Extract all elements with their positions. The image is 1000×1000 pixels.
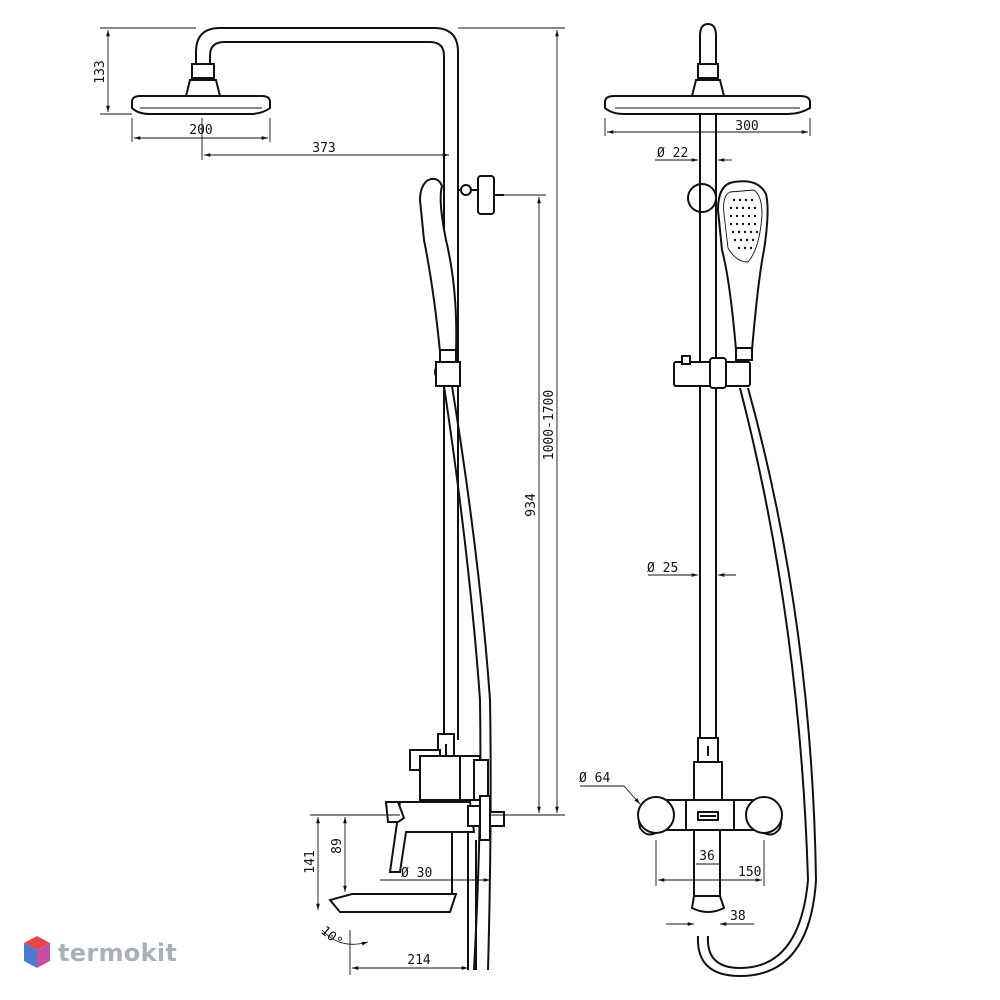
front-mixer — [637, 796, 783, 913]
side-wall-escutcheon — [479, 795, 491, 841]
dim-rail-diameter: Ø 25 — [647, 561, 678, 576]
front-hose — [706, 387, 810, 970]
front-hand-shower — [716, 180, 769, 351]
front-right-escutcheon — [745, 796, 783, 834]
side-mixer-body — [388, 801, 476, 873]
dim-spout-reach: 214 — [407, 953, 431, 968]
dim-escutcheon-diameter: Ø 64 — [579, 771, 610, 786]
side-head-nut — [191, 63, 215, 79]
dim-mixer-spacing: 150 — [738, 865, 761, 880]
front-left-escutcheon — [637, 796, 675, 834]
dim-adjustable-height: 1000-1700 — [542, 390, 557, 460]
dim-mixer-height: 141 — [303, 850, 318, 873]
side-spout — [328, 893, 458, 913]
side-shower-head — [131, 95, 271, 115]
dim-arm-diameter: Ø 22 — [657, 146, 688, 161]
front-shower-arm — [699, 22, 717, 66]
side-hand-shower — [418, 177, 458, 353]
side-hose — [443, 385, 482, 971]
front-view: 300 Ø 22 Ø 25 Ø 64 36 150 38 — [579, 22, 818, 978]
brand-name: termokit — [58, 939, 178, 967]
dim-head-height: 133 — [93, 60, 108, 83]
dim-hose-connection: 38 — [730, 909, 746, 924]
side-mixer-lever — [384, 801, 406, 823]
side-head-connector — [184, 79, 222, 97]
side-shower-arm — [195, 27, 459, 180]
side-shower-arm-inner — [209, 41, 445, 180]
dim-arm-reach: 373 — [312, 141, 335, 156]
side-dimension-lines — [100, 27, 565, 975]
front-shower-head — [604, 95, 811, 115]
dim-head-width-front: 300 — [735, 119, 758, 134]
brand-logo: termokit — [22, 934, 177, 972]
dim-spout-angle: 10° — [317, 924, 345, 951]
dim-lever-height: 89 — [330, 838, 345, 854]
side-view: 133 200 373 1000-1700 934 141 89 Ø 30 10… — [93, 27, 565, 975]
dim-rail-height: 934 — [524, 493, 539, 517]
dim-connection-diameter: Ø 30 — [401, 866, 432, 881]
dim-head-width-side: 200 — [189, 123, 212, 138]
dim-mixer-center: 36 — [699, 849, 715, 864]
front-spray-nozzles — [729, 198, 759, 250]
cube-icon — [24, 936, 50, 968]
front-dimension-lines — [580, 118, 811, 926]
side-diverter — [419, 755, 481, 801]
side-wall-bracket-top — [477, 175, 495, 215]
